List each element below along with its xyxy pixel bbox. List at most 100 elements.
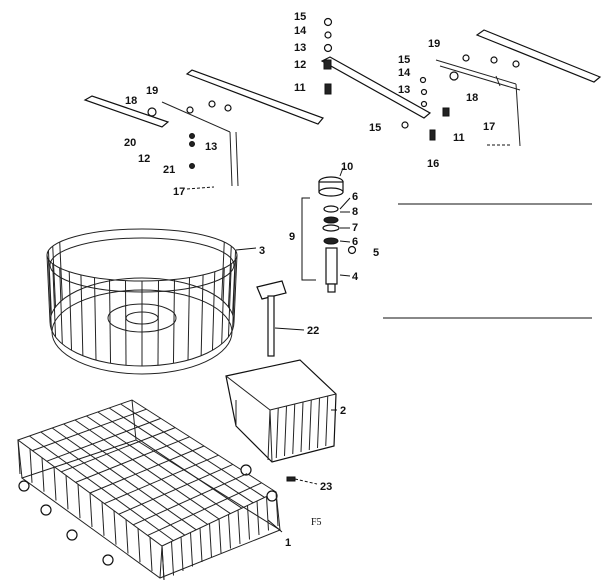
callout-23: 23 xyxy=(320,481,332,493)
wire-segment xyxy=(247,505,250,540)
callout-1: 1 xyxy=(285,537,291,549)
wire-segment xyxy=(266,496,269,531)
wire-segment xyxy=(108,407,254,504)
wire-segment xyxy=(65,475,69,510)
wire-segment xyxy=(29,448,33,483)
wire-segment xyxy=(190,532,193,567)
callout-12: 12 xyxy=(138,153,150,165)
wire-segment xyxy=(147,482,262,536)
callout-3: 3 xyxy=(259,245,265,257)
wire-segment xyxy=(227,246,232,307)
wire-segment xyxy=(227,263,232,338)
wire-segment xyxy=(171,541,174,576)
wire-segment xyxy=(161,545,165,580)
callout-labels: 15 14 13 12 11 19 15 14 13 18 15 11 17 1… xyxy=(124,11,495,549)
wire-segment xyxy=(52,246,57,307)
wire-segment xyxy=(180,536,184,572)
wire-segment xyxy=(232,250,237,315)
callout-11: 11 xyxy=(453,132,465,144)
wire-segment xyxy=(221,241,225,301)
callout-18: 18 xyxy=(466,92,478,104)
silverware-basket xyxy=(225,359,337,463)
wire-segment xyxy=(120,403,265,498)
wire-segment xyxy=(317,397,320,449)
wire-segment xyxy=(172,279,175,364)
wire-segment xyxy=(284,405,287,457)
callout-17: 17 xyxy=(483,121,495,133)
callout-6: 6 xyxy=(352,236,358,248)
callout-22: 22 xyxy=(307,325,319,337)
callout-13: 13 xyxy=(294,42,306,54)
wire-segment xyxy=(47,250,52,315)
wire-segment xyxy=(59,267,63,345)
wire-segment xyxy=(97,411,243,509)
wire-segment xyxy=(89,445,205,494)
callout-10: 10 xyxy=(341,161,353,173)
wire-segment xyxy=(325,395,329,447)
wire-segment xyxy=(41,457,45,492)
wire-segment xyxy=(308,399,312,451)
wire-segment xyxy=(199,527,203,563)
wire-segment xyxy=(187,277,190,361)
callout-14: 14 xyxy=(294,25,307,37)
wire-segment xyxy=(300,401,304,453)
wire-segment xyxy=(109,279,112,364)
wire-segment xyxy=(209,523,212,558)
wire-segment xyxy=(221,267,225,345)
wire-segment xyxy=(132,473,248,526)
wire-segment xyxy=(52,263,57,338)
wire-segment xyxy=(218,518,222,554)
wire-segment xyxy=(89,492,93,528)
upper-rack-track-center xyxy=(320,17,450,141)
callout-14: 14 xyxy=(398,67,411,79)
callout-18: 18 xyxy=(125,95,137,107)
callout-17: 17 xyxy=(173,186,185,198)
callout-15: 15 xyxy=(294,11,306,23)
wire-segment xyxy=(125,519,129,554)
callout-16: 16 xyxy=(427,158,439,170)
wire-segment xyxy=(275,407,279,459)
wire-segment xyxy=(267,409,271,461)
callout-6: 6 xyxy=(352,191,358,203)
callout-8: 8 xyxy=(352,206,358,218)
wire-segment xyxy=(94,277,97,361)
silverware-basket-handle xyxy=(256,280,305,357)
upper-rack-track-right xyxy=(435,29,602,147)
wire-segment xyxy=(211,271,216,351)
callout-13: 13 xyxy=(205,141,217,153)
callout-12: 12 xyxy=(294,59,306,71)
wire-segment xyxy=(157,280,159,366)
callout-15: 15 xyxy=(398,54,410,66)
callout-5: 5 xyxy=(373,247,379,259)
callout-19: 19 xyxy=(146,85,158,97)
wire-segment xyxy=(256,500,260,536)
callout-7: 7 xyxy=(352,222,358,234)
callout-20: 20 xyxy=(124,137,136,149)
wire-segment xyxy=(80,274,84,356)
wire-segment xyxy=(101,501,105,536)
wire-segment xyxy=(125,280,127,366)
wire-segment xyxy=(17,439,21,475)
upper-rack-basket xyxy=(46,228,257,375)
wire-segment xyxy=(68,271,73,351)
wire-segment xyxy=(275,491,279,527)
callout-15: 15 xyxy=(369,122,381,134)
wire-segment xyxy=(237,509,241,545)
wire-segment xyxy=(104,454,219,505)
upper-rack-track-left xyxy=(83,69,325,190)
spray-arm-assembly xyxy=(301,176,357,293)
wire-segment xyxy=(113,510,117,545)
wire-segment xyxy=(86,415,231,515)
wire-segment xyxy=(118,463,234,515)
wire-segment xyxy=(46,254,51,323)
wire-segment xyxy=(53,466,57,501)
rack-wire-grids xyxy=(17,241,329,580)
callout-2: 2 xyxy=(340,405,346,417)
callout-21: 21 xyxy=(163,164,175,176)
callout-4: 4 xyxy=(352,271,359,283)
wire-segment xyxy=(228,514,231,549)
wire-segment xyxy=(59,241,63,301)
small-screw xyxy=(286,476,318,485)
